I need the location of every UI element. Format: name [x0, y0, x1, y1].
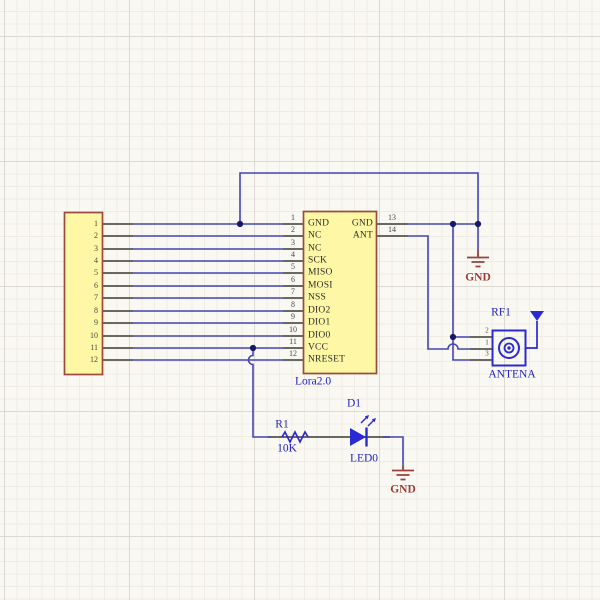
- ic-pin-number: 3: [291, 238, 295, 247]
- junction-dot: [249, 344, 257, 352]
- connector-pin-number: 8: [94, 306, 98, 315]
- ic-pin-label: NC: [308, 243, 322, 254]
- pin-stubs: [103, 223, 493, 438]
- antenna-connector-symbol[interactable]: [491, 311, 545, 367]
- ic-pin-label: NC: [308, 230, 322, 241]
- ic-pin-number: 8: [291, 300, 295, 309]
- connector-pin-number: 12: [90, 355, 98, 364]
- ic-pin-number: 10: [289, 325, 297, 334]
- ground-symbol-bottom[interactable]: [392, 466, 414, 481]
- ic-pin-label: DIO0: [308, 330, 331, 341]
- ic-pin-label: GND: [351, 218, 373, 229]
- led-arrow-head: [371, 418, 376, 423]
- junction-dot: [236, 220, 244, 228]
- antenna-label[interactable]: ANTENA: [488, 368, 536, 381]
- lora-ic-symbol[interactable]: [302, 210, 378, 375]
- ic-pin-label: GND: [308, 218, 330, 229]
- connector-pin-number: 5: [94, 268, 98, 277]
- ic-pin-number: 12: [289, 349, 297, 358]
- resistor-value[interactable]: 10K: [277, 442, 297, 455]
- antenna-icon: [530, 311, 544, 321]
- rf-center-dot: [507, 346, 511, 350]
- connector-pin-number: 10: [90, 331, 98, 340]
- ic-pin-number: 14: [388, 225, 396, 234]
- rf-pin-number: 1: [485, 338, 489, 347]
- ic-pin-label: DIO2: [308, 305, 331, 316]
- ic-pin-label: DIO1: [308, 317, 331, 328]
- wire-ant[interactable]: [408, 235, 470, 350]
- connector-pin-number: 7: [94, 293, 98, 302]
- ic-pin-label: NSS: [308, 292, 327, 303]
- ic-pin-number: 6: [291, 275, 295, 284]
- ic-pin-number: 1: [291, 213, 295, 222]
- connector-symbol[interactable]: [63, 211, 104, 376]
- ic-pin-number: 5: [291, 262, 295, 271]
- connector-pin-number: 2: [94, 231, 98, 240]
- led-label[interactable]: LED0: [349, 452, 379, 465]
- ic-pin-label: ANT: [352, 230, 373, 241]
- ic-designator[interactable]: Lora2.0: [295, 375, 332, 388]
- junction-dot: [474, 220, 482, 228]
- junction-dot: [449, 333, 457, 341]
- ic-pin-number: 13: [388, 213, 396, 222]
- resistor-symbol[interactable]: [281, 430, 309, 444]
- wires[interactable]: [133, 172, 479, 466]
- ic-pin-number: 4: [291, 250, 295, 259]
- antenna-stem: [525, 321, 538, 349]
- led-symbol[interactable]: [350, 415, 376, 447]
- led-arrow-head: [364, 415, 369, 420]
- resistor-designator[interactable]: R1: [275, 418, 289, 431]
- rf-pin-number: 3: [485, 349, 489, 358]
- ground-label-top[interactable]: GND: [465, 271, 491, 284]
- junction-dot: [449, 220, 457, 228]
- led-anode-triangle: [350, 428, 366, 446]
- ic-pin-label: VCC: [308, 342, 329, 353]
- wire-rf-shield[interactable]: [452, 224, 470, 361]
- connector-pin-number: 1: [94, 219, 98, 228]
- connector-pin-number: 6: [94, 281, 98, 290]
- rf-pin-number: 2: [485, 326, 489, 335]
- wire-gnd-loop[interactable]: [239, 172, 479, 224]
- ic-pin-number: 7: [291, 287, 295, 296]
- ground-symbol-top[interactable]: [467, 250, 489, 268]
- antenna-designator[interactable]: RF1: [491, 306, 511, 319]
- ic-pin-number: 9: [291, 312, 295, 321]
- ic-pin-label: MOSI: [308, 280, 333, 291]
- led-arrow: [367, 420, 374, 427]
- connector-pin-number: 11: [90, 343, 98, 352]
- wire-vcc-branch[interactable]: [247, 348, 271, 438]
- rf-inner-ring: [503, 342, 515, 354]
- connector-pin-number: 4: [94, 256, 98, 265]
- ground-label-bottom[interactable]: GND: [390, 483, 416, 496]
- ic-pin-label: SCK: [308, 255, 328, 266]
- led-arrow: [360, 417, 367, 424]
- led-designator[interactable]: D1: [346, 397, 362, 410]
- junction-dots: [236, 220, 482, 352]
- connector-pin-number: 9: [94, 318, 98, 327]
- ic-pin-number: 11: [289, 337, 297, 346]
- connector-pin-number: 3: [94, 244, 98, 253]
- wire-led-gnd[interactable]: [383, 436, 404, 466]
- ic-pin-label: MISO: [308, 267, 333, 278]
- ic-pin-number: 2: [291, 225, 295, 234]
- ic-pin-label: NRESET: [308, 354, 346, 365]
- rf-outer-ring: [498, 337, 520, 359]
